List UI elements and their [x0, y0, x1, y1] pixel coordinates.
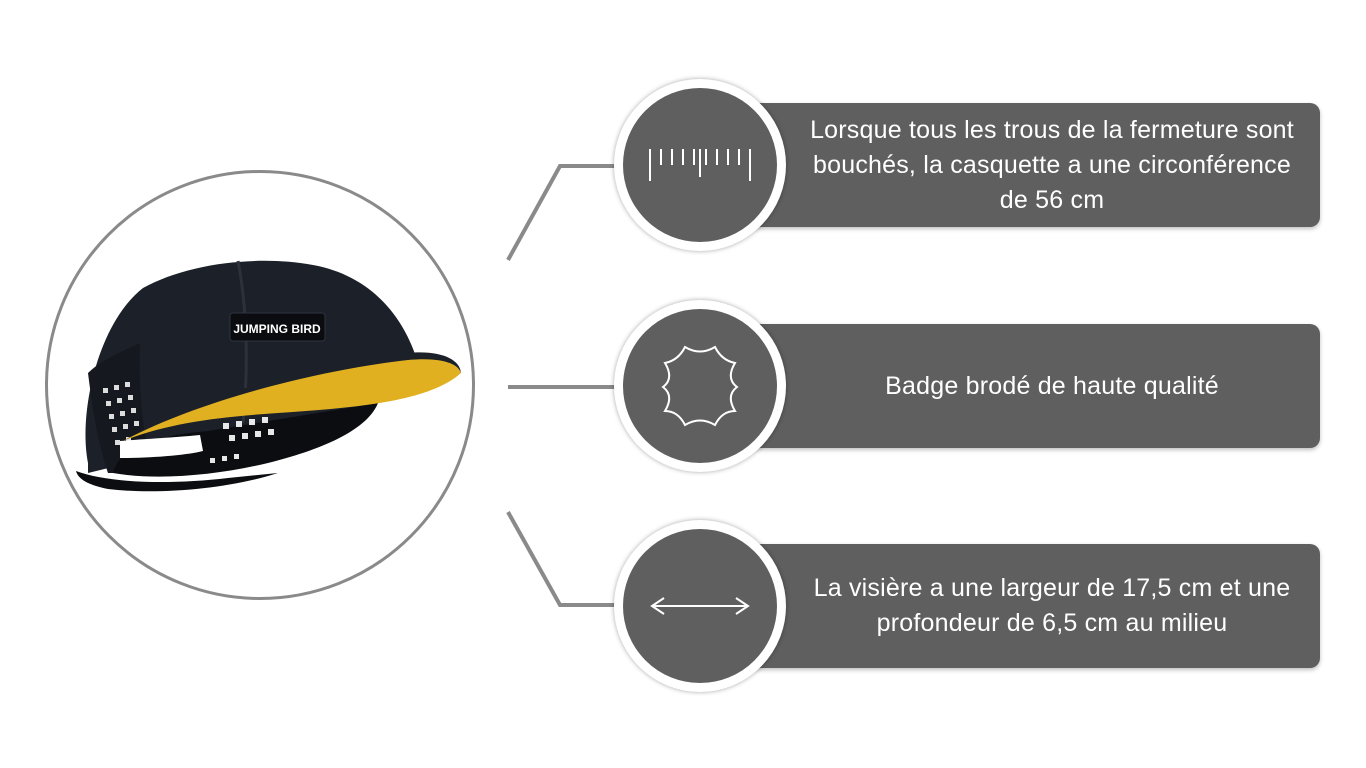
cap-image: JUMPING BIRD — [76, 260, 461, 492]
feature-row-circumference: Lorsque tous les trous de la fermeture s… — [610, 75, 1325, 255]
ruler-icon — [649, 149, 751, 181]
connector-bottom — [506, 511, 618, 607]
leather-badge-icon — [661, 345, 739, 427]
product-photo-frame: JUMPING BIRD — [45, 170, 475, 600]
feature-panel: Badge brodé de haute qualité — [740, 324, 1320, 448]
feature-text: Badge brodé de haute qualité — [885, 371, 1219, 400]
feature-text: Lorsque tous les trous de la fermeture s… — [810, 115, 1294, 214]
double-arrow-icon — [650, 597, 750, 615]
feature-icon-disc — [614, 300, 786, 472]
cap-visor — [123, 357, 461, 441]
feature-row-visor: La visière a une largeur de 17,5 cm et u… — [610, 516, 1325, 696]
connector-top — [506, 164, 618, 261]
feature-icon-disc — [614, 79, 786, 251]
feature-panel: La visière a une largeur de 17,5 cm et u… — [740, 544, 1320, 668]
feature-row-badge: Badge brodé de haute qualité — [610, 296, 1325, 476]
cap-badge: JUMPING BIRD — [229, 312, 326, 342]
feature-text: La visière a une largeur de 17,5 cm et u… — [813, 574, 1291, 637]
feature-panel: Lorsque tous les trous de la fermeture s… — [740, 103, 1320, 227]
svg-text:JUMPING BIRD: JUMPING BIRD — [233, 322, 321, 336]
feature-icon-disc — [614, 520, 786, 692]
